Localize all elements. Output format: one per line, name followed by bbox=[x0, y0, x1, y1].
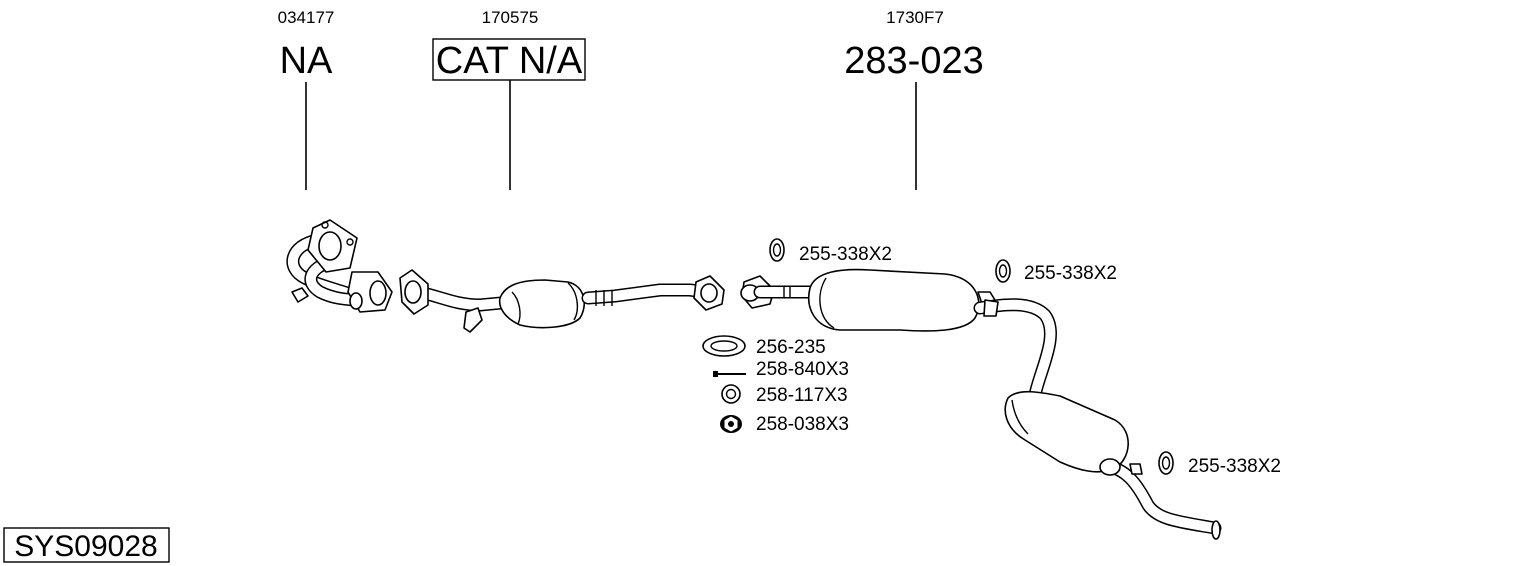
hardware-item: 255-338X2 bbox=[1158, 451, 1281, 477]
group-code-na: NA bbox=[280, 40, 333, 82]
group-ref-034177: 034177 bbox=[278, 8, 335, 27]
hardware-item: 255-338X2 bbox=[995, 259, 1117, 284]
hardware-item: 258-038X3 bbox=[720, 414, 849, 435]
front-pipe-part bbox=[286, 219, 393, 313]
rubber-hanger-icon bbox=[769, 238, 785, 262]
spring-washer-icon bbox=[721, 384, 741, 404]
rubber-hanger-icon bbox=[1158, 451, 1174, 475]
group-code-box bbox=[432, 38, 586, 81]
hardware-label: 256-235 bbox=[756, 337, 826, 358]
hardware-label: 258-038X3 bbox=[756, 414, 849, 435]
hardware-label: 255-338X2 bbox=[1024, 263, 1117, 284]
hardware-item: 258-840X3 bbox=[713, 359, 849, 380]
system-code: SYS09028 bbox=[14, 530, 157, 563]
hardware-label: 255-338X2 bbox=[1188, 456, 1281, 477]
catalytic-converter-part bbox=[399, 269, 725, 333]
hardware-label: 255-338X2 bbox=[799, 244, 892, 265]
gasket-ring-icon bbox=[702, 335, 746, 357]
hardware-item: 256-235 bbox=[702, 335, 826, 358]
group-ref-170575: 170575 bbox=[482, 8, 539, 27]
middle-silencer-part bbox=[740, 268, 1057, 402]
system-code-box bbox=[3, 527, 170, 563]
hardware-label: 258-117X3 bbox=[756, 385, 848, 406]
hardware-label: 258-840X3 bbox=[756, 359, 849, 380]
group-ref-1730f7: 1730F7 bbox=[886, 8, 944, 27]
hardware-item: 255-338X2 bbox=[769, 238, 892, 265]
group-code-cat-na: CAT N/A bbox=[436, 40, 583, 82]
bolt-icon bbox=[713, 371, 746, 377]
rubber-hanger-icon bbox=[995, 259, 1011, 283]
rear-silencer-part bbox=[1004, 390, 1222, 540]
flange-nut-icon bbox=[720, 415, 742, 433]
hardware-item: 258-117X3 bbox=[721, 384, 848, 406]
group-code-283-023: 283-023 bbox=[844, 40, 983, 82]
